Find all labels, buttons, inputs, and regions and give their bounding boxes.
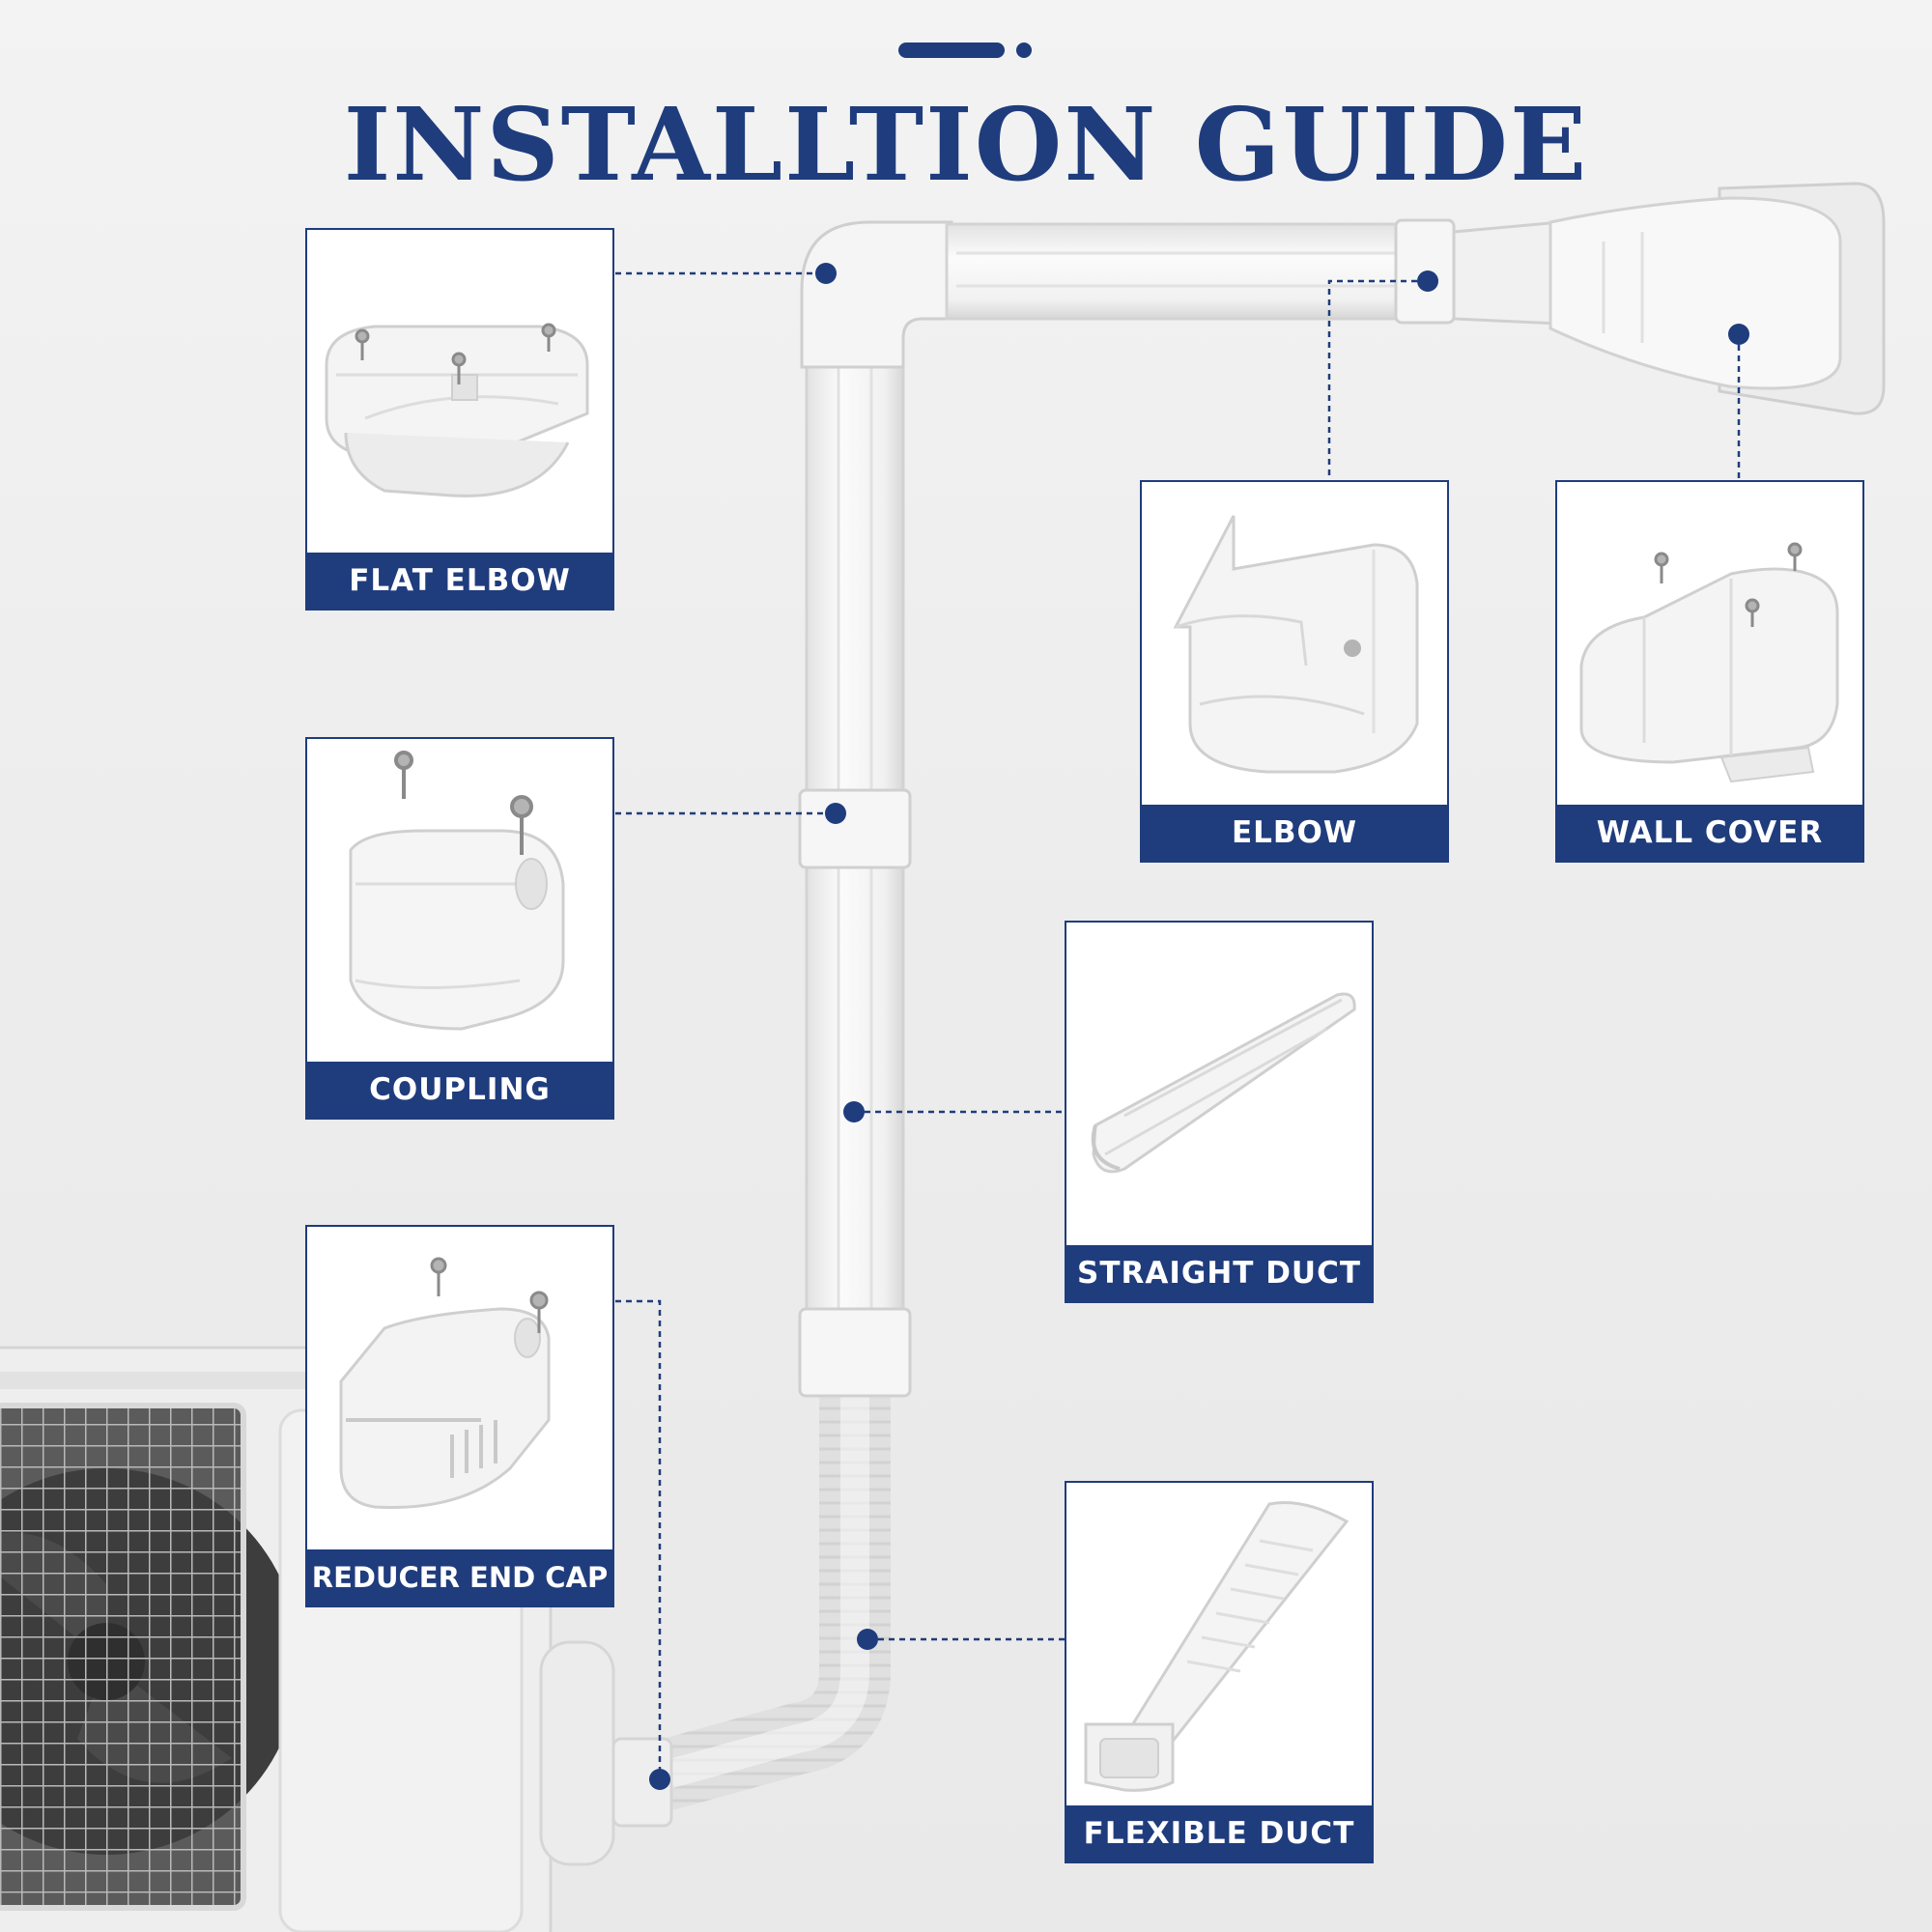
part-card-flat-elbow: FLAT ELBOW: [305, 228, 614, 611]
flexible-duct-illustration: [1084, 1500, 1350, 1792]
dot-elbow: [1417, 270, 1438, 292]
part-label-flat-elbow: FLAT ELBOW: [307, 553, 612, 609]
straight-duct-illustration: [1091, 992, 1356, 1174]
dot-straight-duct: [843, 1101, 865, 1122]
screw-icon: [430, 1257, 549, 1333]
corner-elbow: [800, 220, 953, 369]
callout-dots: [649, 263, 1749, 1790]
leader-lines: [615, 271, 1741, 1779]
dot-flexible-duct: [857, 1629, 878, 1650]
vertical-duct-run: [798, 355, 912, 1398]
dot-wall-cover: [1728, 324, 1749, 345]
part-card-straight-duct: STRAIGHT DUCT: [1065, 921, 1374, 1303]
flat-elbow-illustration: [325, 323, 589, 497]
screw-icon: [355, 323, 556, 384]
part-label-coupling: COUPLING: [307, 1062, 612, 1118]
screw-icon: [1344, 639, 1361, 657]
part-label-elbow: ELBOW: [1142, 805, 1447, 861]
screw-icon: [1654, 542, 1803, 627]
part-card-wall-cover: WALL COVER: [1555, 480, 1864, 863]
part-card-coupling: COUPLING: [305, 737, 614, 1120]
header-bar: [898, 43, 1005, 58]
part-card-reducer-end-cap: REDUCER END CAP: [305, 1225, 614, 1607]
reducer-end-cap-illustration: [339, 1257, 551, 1509]
coupling-illustration: [349, 751, 565, 1031]
dot-reducer-end-cap: [649, 1769, 670, 1790]
header-dot: [1016, 43, 1032, 58]
header-decoration: [898, 43, 1034, 60]
part-label-flexible-duct: FLEXIBLE DUCT: [1066, 1805, 1372, 1861]
wall-cover-illustration: [1579, 542, 1839, 783]
part-label-straight-duct: STRAIGHT DUCT: [1066, 1245, 1372, 1301]
part-card-elbow: ELBOW: [1140, 480, 1449, 863]
dot-flat-elbow: [815, 263, 837, 284]
wall-cover-assembly: [1452, 182, 1886, 415]
part-label-wall-cover: WALL COVER: [1557, 805, 1862, 861]
flexible-duct-run: [611, 1381, 891, 1828]
dot-coupling: [825, 803, 846, 824]
screw-icon: [394, 751, 533, 855]
page-title: INSTALLTION GUIDE: [343, 85, 1589, 204]
part-label-reducer-end-cap: REDUCER END CAP: [307, 1549, 612, 1605]
part-card-flexible-duct: FLEXIBLE DUCT: [1065, 1481, 1374, 1863]
horizontal-duct-run: [945, 218, 1456, 325]
elbow-illustration: [1173, 515, 1419, 774]
